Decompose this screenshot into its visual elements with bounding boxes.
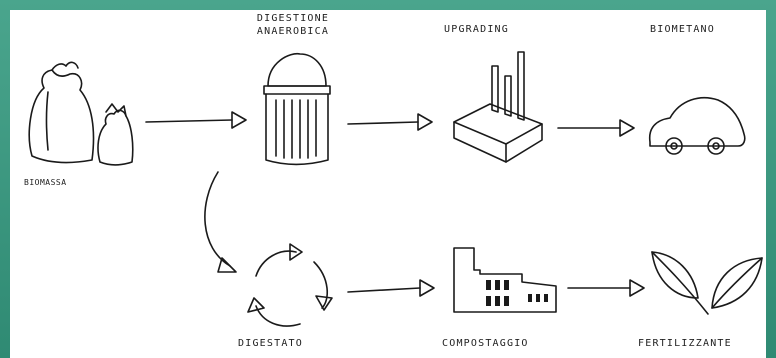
label-upgrading: UPGRADING (444, 24, 509, 35)
label-composting: COMPOSTAGGIO (442, 338, 529, 349)
arrow-biomass-to-digestion (146, 112, 246, 128)
anaerobic-digester-icon (264, 54, 330, 165)
label-digestion: DIGESTIONE ANAEROBICA (238, 12, 348, 38)
label-fertilizer: FERTILIZZANTE (638, 338, 732, 349)
arrow-composting-to-fertilizer (568, 280, 644, 296)
compost-plant-icon (454, 248, 556, 312)
arrow-digestion-to-upgrading (348, 114, 432, 130)
arrow-upgrading-to-biomethane (558, 120, 634, 136)
garbage-bags-icon (29, 62, 132, 165)
factory-chimneys-icon (454, 52, 542, 162)
label-digestion-line2: ANAEROBICA (238, 25, 348, 38)
label-biomethane: BIOMETANO (650, 24, 715, 35)
arrow-digestion-to-digestate (205, 172, 236, 272)
leaves-icon (652, 252, 762, 314)
recycle-cycle-icon (248, 244, 332, 326)
label-biomass: BIOMASSA (24, 178, 67, 187)
arrow-digestate-to-composting (348, 280, 434, 296)
car-icon (650, 98, 745, 154)
label-digestion-line1: DIGESTIONE (238, 12, 348, 25)
label-digestate: DIGESTATO (238, 338, 303, 349)
